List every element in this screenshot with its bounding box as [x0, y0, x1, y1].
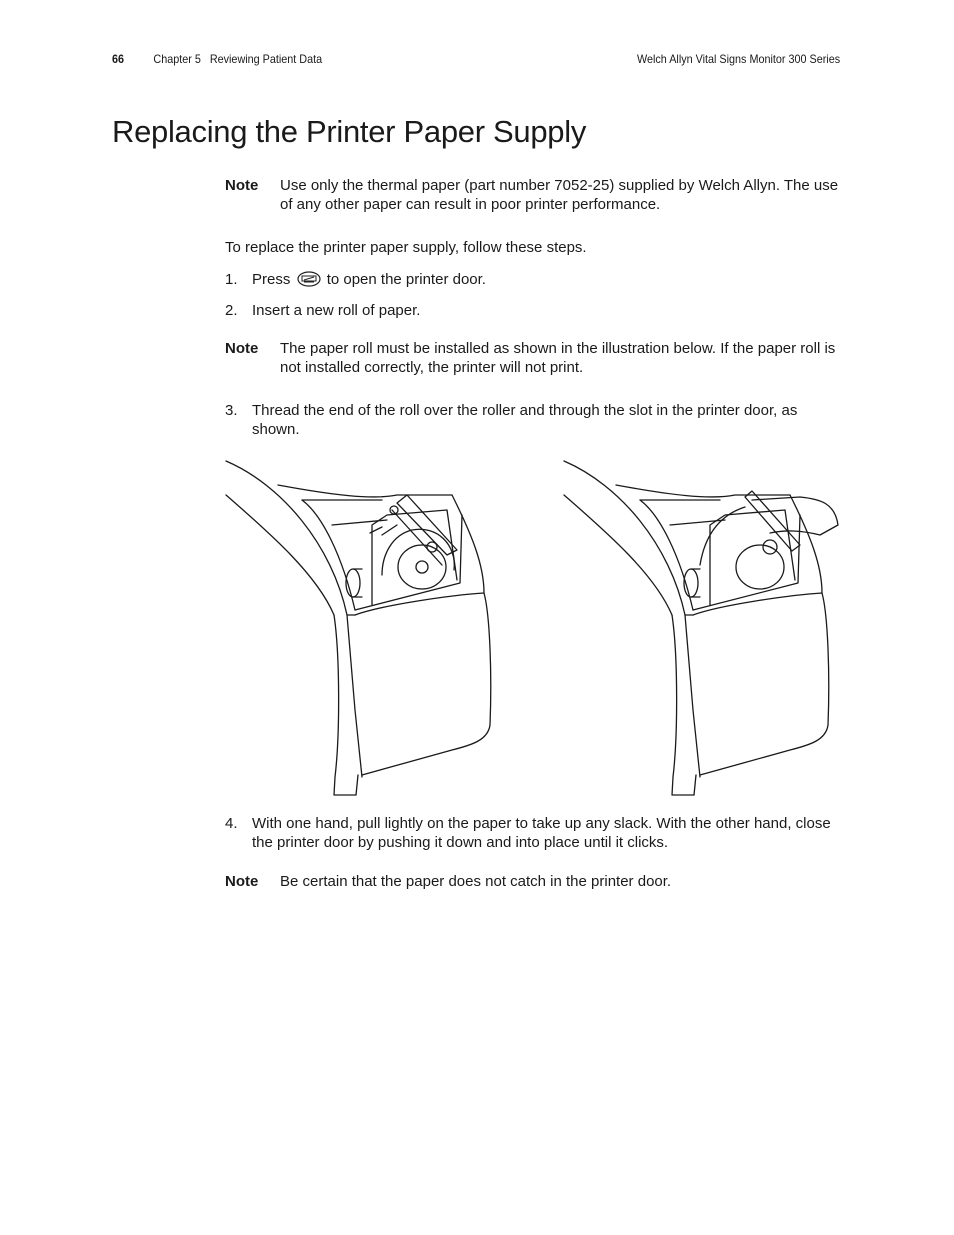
printer-illustration-roll-inserted: [222, 455, 497, 805]
step-3: 3. Thread the end of the roll over the r…: [225, 401, 845, 441]
step-text: Thread the end of the roll over the roll…: [252, 402, 798, 438]
step-text: Insert a new roll of paper.: [252, 302, 421, 319]
step-text-before: Press: [252, 271, 291, 288]
note-text: Be certain that the paper does not catch…: [280, 873, 672, 890]
step-text: Press to open the printer door.: [252, 270, 842, 292]
step-number: 2.: [225, 302, 238, 319]
note-thermal-paper: Note Use only the thermal paper (part nu…: [225, 176, 845, 216]
step-2: 2. Insert a new roll of paper.: [225, 301, 845, 321]
step-number: 3.: [225, 402, 238, 419]
page-title: Replacing the Printer Paper Supply: [112, 114, 587, 149]
note-paper-catch: Note Be certain that the paper does not …: [225, 872, 845, 892]
note-paper-roll: Note The paper roll must be installed as…: [225, 339, 845, 379]
note-label: Note: [225, 177, 259, 194]
note-text: The paper roll must be installed as show…: [280, 340, 836, 376]
note-label: Note: [225, 873, 259, 890]
note-text: Use only the thermal paper (part number …: [280, 177, 839, 213]
intro-text: To replace the printer paper supply, fol…: [225, 239, 587, 256]
chapter-title: Chapter 5 Reviewing Patient Data: [153, 52, 323, 66]
printer-door-icon: [296, 271, 321, 292]
step-number: 4.: [225, 815, 238, 832]
document-title: Welch Allyn Vital Signs Monitor 300 Seri…: [636, 52, 841, 66]
step-number: 1.: [225, 271, 238, 288]
step-4: 4. With one hand, pull lightly on the pa…: [225, 814, 845, 854]
step-1: 1. Press to open the printer door.: [225, 270, 845, 290]
step-text: With one hand, pull lightly on the paper…: [252, 815, 831, 851]
page-number: 66: [112, 52, 125, 66]
step-text-after: to open the printer door.: [326, 271, 486, 288]
page-header: 66 Chapter 5 Reviewing Patient Data Welc…: [112, 52, 840, 70]
note-label: Note: [225, 340, 259, 357]
printer-illustration-paper-threaded: [560, 455, 840, 805]
